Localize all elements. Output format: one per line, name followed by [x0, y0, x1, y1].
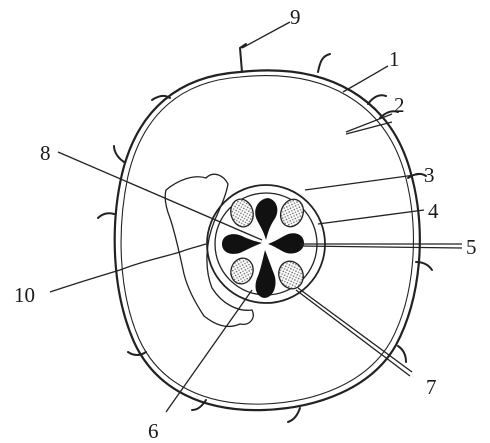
leader-line-7b	[296, 290, 410, 376]
xylem-arm-bottom	[256, 250, 276, 298]
root-hair	[368, 95, 386, 104]
epidermis-inner-outline	[121, 76, 413, 404]
phloem-bundle	[228, 197, 256, 230]
label-3: 3	[424, 163, 435, 187]
root-hair	[114, 146, 124, 162]
leader-line-6	[166, 290, 252, 412]
label-8: 8	[40, 141, 51, 165]
root-hair	[288, 408, 300, 422]
xylem-arm-right	[268, 233, 304, 253]
label-10: 10	[14, 283, 35, 307]
label-1: 1	[389, 47, 400, 71]
label-2: 2	[394, 93, 405, 117]
phloem-bundle	[275, 258, 307, 293]
leader-line-2b	[346, 122, 392, 134]
root-hair	[128, 352, 146, 355]
root-hair	[240, 44, 246, 72]
leader-line-1	[343, 66, 388, 92]
xylem-arm-top	[255, 198, 277, 240]
label-7: 7	[426, 375, 437, 399]
leader-line-2a	[346, 114, 392, 132]
leader-line-3	[305, 174, 422, 190]
label-6: 6	[148, 419, 159, 443]
label-4: 4	[428, 199, 439, 223]
root-hair	[98, 213, 114, 218]
label-9: 9	[290, 5, 301, 29]
root-hair	[398, 346, 406, 362]
root-hair	[318, 54, 330, 72]
leader-line-7a	[298, 288, 412, 372]
phloem-bundle	[277, 196, 307, 230]
leader-line-9	[242, 22, 290, 48]
leader-line-4	[318, 210, 424, 224]
label-5: 5	[466, 235, 477, 259]
